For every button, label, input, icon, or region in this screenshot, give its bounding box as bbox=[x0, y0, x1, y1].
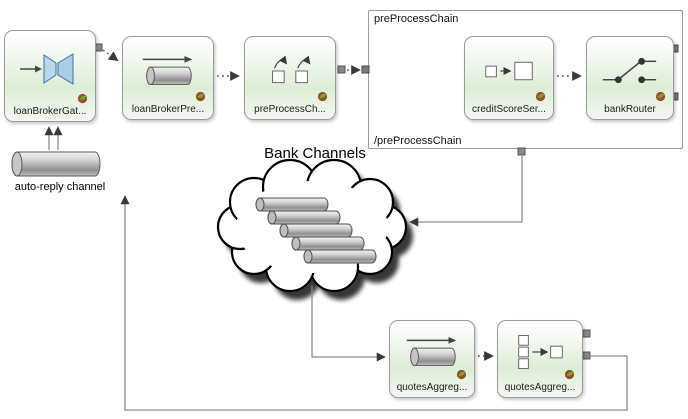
node-loan-broker-pre-channel[interactable]: loanBrokerPre... bbox=[122, 36, 214, 120]
router-icon bbox=[587, 37, 673, 104]
node-label: bankRouter bbox=[604, 104, 656, 115]
node-loan-broker-gateway[interactable]: loanBrokerGat... bbox=[4, 30, 96, 122]
channel-icon bbox=[123, 37, 213, 104]
node-label: quotesAggreg... bbox=[504, 382, 576, 393]
node-bank-router[interactable]: bankRouter bbox=[586, 36, 674, 120]
auto-reply-channel-label: auto-reply channel bbox=[14, 181, 106, 193]
service-activator-icon bbox=[465, 37, 553, 104]
link-preprocess-to-chain bbox=[337, 65, 370, 75]
node-label: loanBrokerGat... bbox=[13, 106, 87, 117]
channel-icon bbox=[390, 321, 474, 382]
link-aggregator-return bbox=[120, 195, 628, 411]
spring-badge-icon bbox=[456, 369, 467, 380]
aggregator-icon bbox=[498, 321, 582, 382]
bank-channels-label: Bank Channels bbox=[264, 145, 366, 162]
node-credit-score-service[interactable]: creditScoreSer... bbox=[464, 36, 554, 120]
node-label: preProcessCh... bbox=[254, 104, 326, 115]
link-cloud-to-quoteschannel bbox=[311, 286, 386, 362]
link-autoreply-to-gateway bbox=[44, 126, 63, 150]
node-label: quotesAggreg... bbox=[396, 382, 468, 393]
link-gateway-to-prechannel bbox=[94, 43, 119, 62]
spring-badge-icon bbox=[564, 369, 575, 380]
spring-badge-icon bbox=[195, 91, 206, 102]
node-quotes-aggregator[interactable]: quotesAggreg... bbox=[497, 320, 583, 398]
node-pre-process-chain[interactable]: preProcessCh... bbox=[244, 36, 336, 120]
auto-reply-channel-cylinder[interactable] bbox=[11, 151, 101, 177]
node-quotes-aggregation-channel[interactable]: quotesAggreg... bbox=[389, 320, 475, 398]
node-label: loanBrokerPre... bbox=[131, 104, 205, 115]
spring-badge-icon bbox=[77, 93, 88, 104]
chain-end-label: /preProcessChain bbox=[374, 135, 462, 147]
chain-icon bbox=[245, 37, 335, 104]
link-chain-to-cloud bbox=[409, 147, 526, 227]
spring-badge-icon bbox=[317, 91, 328, 102]
gateway-icon bbox=[5, 31, 95, 106]
bank-channel-cylinders bbox=[255, 197, 377, 264]
spring-badge-icon bbox=[655, 91, 666, 102]
spring-badge-icon bbox=[535, 91, 546, 102]
chain-start-label: preProcessChain bbox=[374, 13, 459, 25]
node-label: creditScoreSer... bbox=[472, 104, 546, 115]
